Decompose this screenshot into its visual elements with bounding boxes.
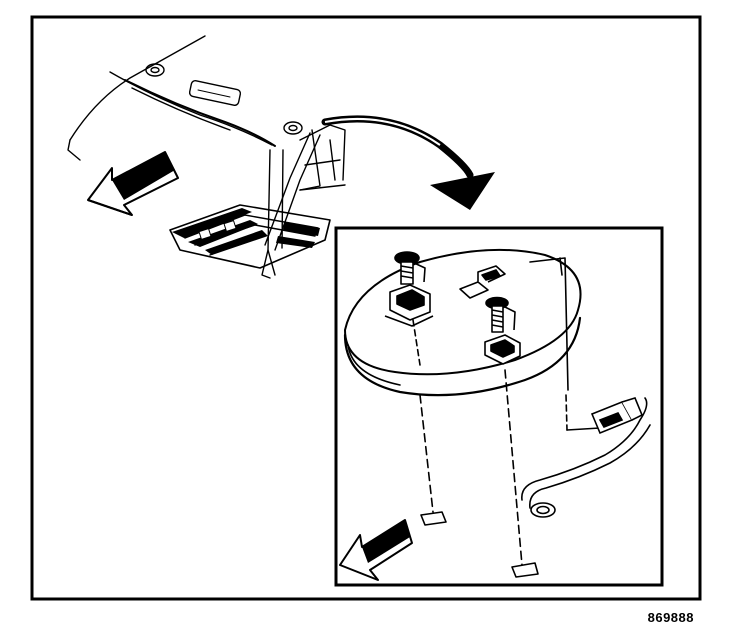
left-down-arrow-icon (87, 151, 179, 216)
outer-frame (30, 15, 702, 601)
wire-connector (590, 397, 644, 435)
curved-arrow-icon (321, 115, 495, 210)
fastener-left (384, 251, 434, 327)
figure-number: 869888 (647, 610, 694, 625)
fastener-right (459, 265, 521, 365)
dome-lamp-detail (343, 248, 651, 578)
detail-frame (334, 226, 664, 587)
floor-pattern (172, 208, 320, 255)
left-down-arrow-icon (339, 519, 413, 581)
